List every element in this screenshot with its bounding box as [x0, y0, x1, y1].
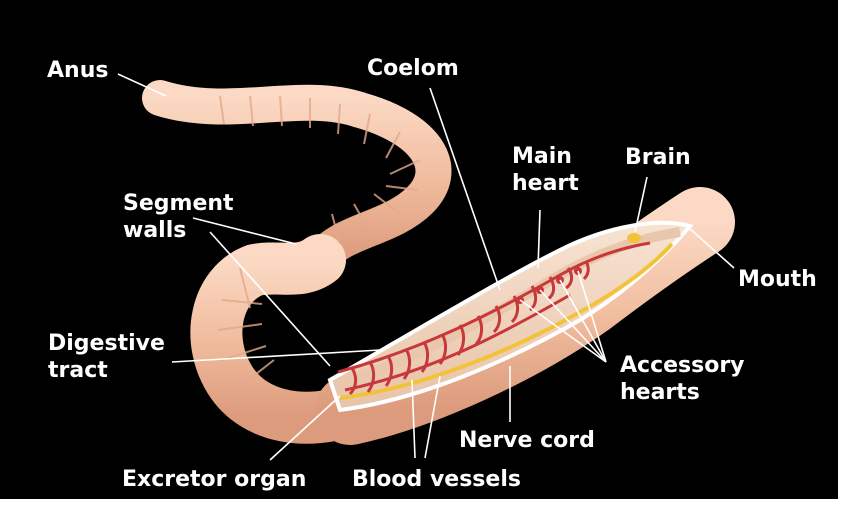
nerve-cord-line [339, 242, 674, 400]
label-digestive-tract-line1: Digestive [48, 331, 165, 356]
label-brain: Brain [625, 145, 691, 170]
label-main-heart: Main heart [512, 143, 579, 197]
label-digestive-tract: Digestive tract [48, 330, 165, 384]
label-segment-walls-line1: Segment [123, 191, 234, 216]
label-digestive-tract-line2: tract [48, 358, 108, 383]
label-anus: Anus [47, 58, 109, 83]
segment-rings [217, 95, 421, 389]
label-segment-walls: Segment walls [123, 190, 234, 244]
label-coelom: Coelom [367, 56, 459, 81]
label-accessory-hearts: Accessory hearts [620, 352, 745, 406]
label-blood-vessels: Blood vessels [352, 467, 521, 492]
dissected-section [327, 220, 694, 413]
brain-shape [627, 233, 641, 243]
label-accessory-hearts-line1: Accessory [620, 353, 745, 378]
label-nerve-cord: Nerve cord [459, 428, 595, 453]
label-main-heart-line1: Main [512, 144, 572, 169]
blood-vessel-network [337, 241, 651, 396]
label-accessory-hearts-line2: hearts [620, 380, 700, 405]
label-mouth: Mouth [738, 267, 817, 292]
label-main-heart-line2: heart [512, 171, 579, 196]
label-segment-walls-line2: walls [123, 218, 187, 243]
pointer-lines [117, 73, 735, 461]
label-excretor-organ: Excretor organ [122, 467, 307, 492]
